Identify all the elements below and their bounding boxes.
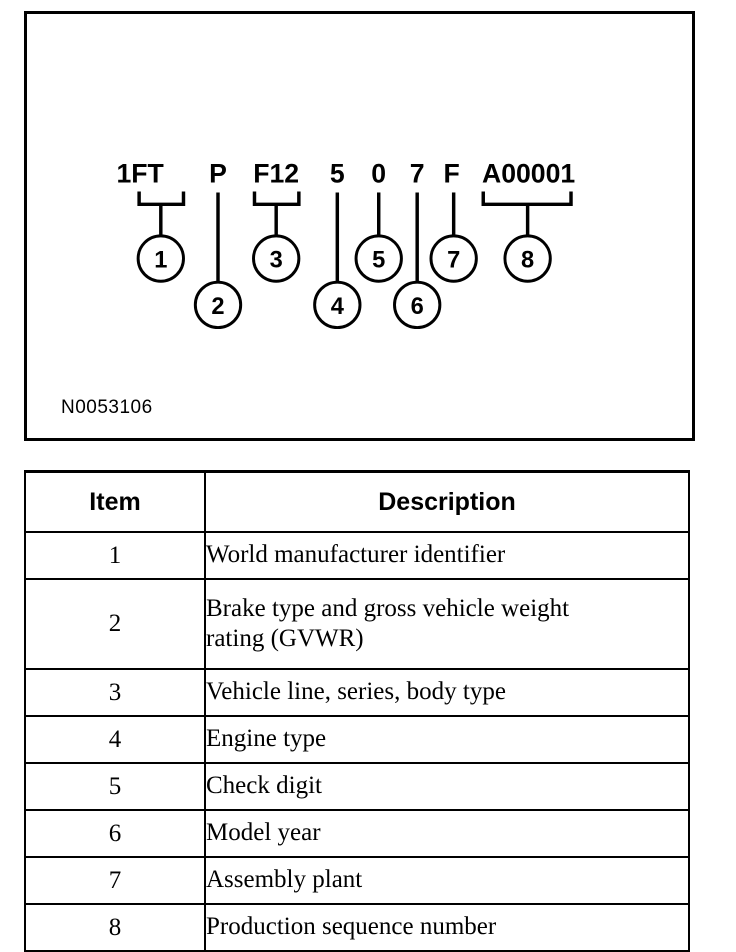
vin-segment-text-2: P [209, 159, 227, 189]
vin-segment-text-3: F12 [253, 159, 299, 189]
vin-segment-text-4: 5 [330, 159, 345, 189]
callout-circle-7 [429, 234, 478, 283]
row-description: Model year [204, 809, 690, 858]
callout-number-3: 3 [270, 247, 283, 273]
row-description: Assembly plant [204, 856, 690, 905]
legend-table-container: Item Description 1 World manufacturer id… [24, 470, 690, 952]
row-description: Vehicle line, series, body type [204, 668, 690, 717]
table-row: 3 Vehicle line, series, body type [24, 668, 690, 717]
row-description-line: Model year [206, 819, 321, 847]
vin-segment-text-5: 0 [371, 159, 386, 189]
callout-number-6: 6 [411, 294, 424, 320]
leader-bracket-1 [137, 191, 186, 207]
row-description: Production sequence number [204, 903, 690, 952]
row-item-number: 5 [24, 762, 206, 811]
row-description-line: Check digit [206, 772, 322, 800]
vin-segment-text-8: A00001 [482, 159, 575, 189]
column-header-item: Item [24, 470, 206, 533]
table-row: 6 Model year [24, 809, 690, 858]
row-description-line: Production sequence number [206, 913, 497, 941]
leader-bracket-8 [481, 191, 573, 207]
table-row: 8 Production sequence number [24, 903, 690, 952]
row-description: Engine type [204, 715, 690, 764]
vin-callout-diagram: 1FT P F12 5 0 7 F A00001 [116, 159, 575, 330]
callout-number-7: 7 [447, 247, 460, 273]
row-item-number: 3 [24, 668, 206, 717]
callout-circle-6 [393, 280, 442, 330]
callout-number-8: 8 [521, 247, 534, 273]
row-description: World manufacturer identifier [204, 531, 690, 580]
row-item-number: 7 [24, 856, 206, 905]
row-description-line: Assembly plant [206, 866, 363, 894]
vin-segment-text-6: 7 [410, 159, 425, 189]
callout-circle-4 [313, 280, 362, 330]
column-header-description: Description [204, 470, 690, 533]
table-row: 4 Engine type [24, 715, 690, 764]
row-description-line: Engine type [206, 725, 327, 753]
table-row: 2 Brake type and gross vehicle weight ra… [24, 578, 690, 670]
callout-number-4: 4 [331, 294, 345, 320]
row-description: Brake type and gross vehicle weight rati… [204, 578, 690, 670]
callout-circle-1 [136, 234, 185, 283]
row-description-line: Brake type and gross vehicle weight [206, 594, 570, 622]
row-item-number: 4 [24, 715, 206, 764]
row-description-line: Vehicle line, series, body type [206, 678, 506, 706]
row-description-line: World manufacturer identifier [206, 541, 506, 569]
row-item-number: 2 [24, 578, 206, 670]
row-item-number: 1 [24, 531, 206, 580]
vin-legend-table: Item Description 1 World manufacturer id… [24, 470, 690, 952]
vin-segment-text-7: F [444, 159, 460, 189]
callout-circle-2 [193, 280, 243, 330]
callout-circle-3 [252, 234, 301, 283]
row-item-number: 8 [24, 903, 206, 952]
table-header-row: Item Description [24, 470, 690, 533]
leader-bracket-3 [252, 191, 301, 207]
row-description-line: rating (GVWR) [206, 625, 364, 652]
vin-segment-text-1: 1FT [116, 159, 163, 189]
row-description: Check digit [204, 762, 690, 811]
callout-number-2: 2 [211, 294, 224, 320]
row-item-number: 6 [24, 809, 206, 858]
callout-number-5: 5 [372, 247, 385, 273]
table-row: 5 Check digit [24, 762, 690, 811]
callout-circle-8 [503, 234, 552, 283]
figure-id-label: N0053106 [61, 397, 153, 418]
figure-frame: 1FT P F12 5 0 7 F A00001 [24, 11, 695, 441]
callout-circle-5 [354, 234, 403, 283]
table-row: 7 Assembly plant [24, 856, 690, 905]
table-row: 1 World manufacturer identifier [24, 531, 690, 580]
callout-number-1: 1 [154, 247, 167, 273]
